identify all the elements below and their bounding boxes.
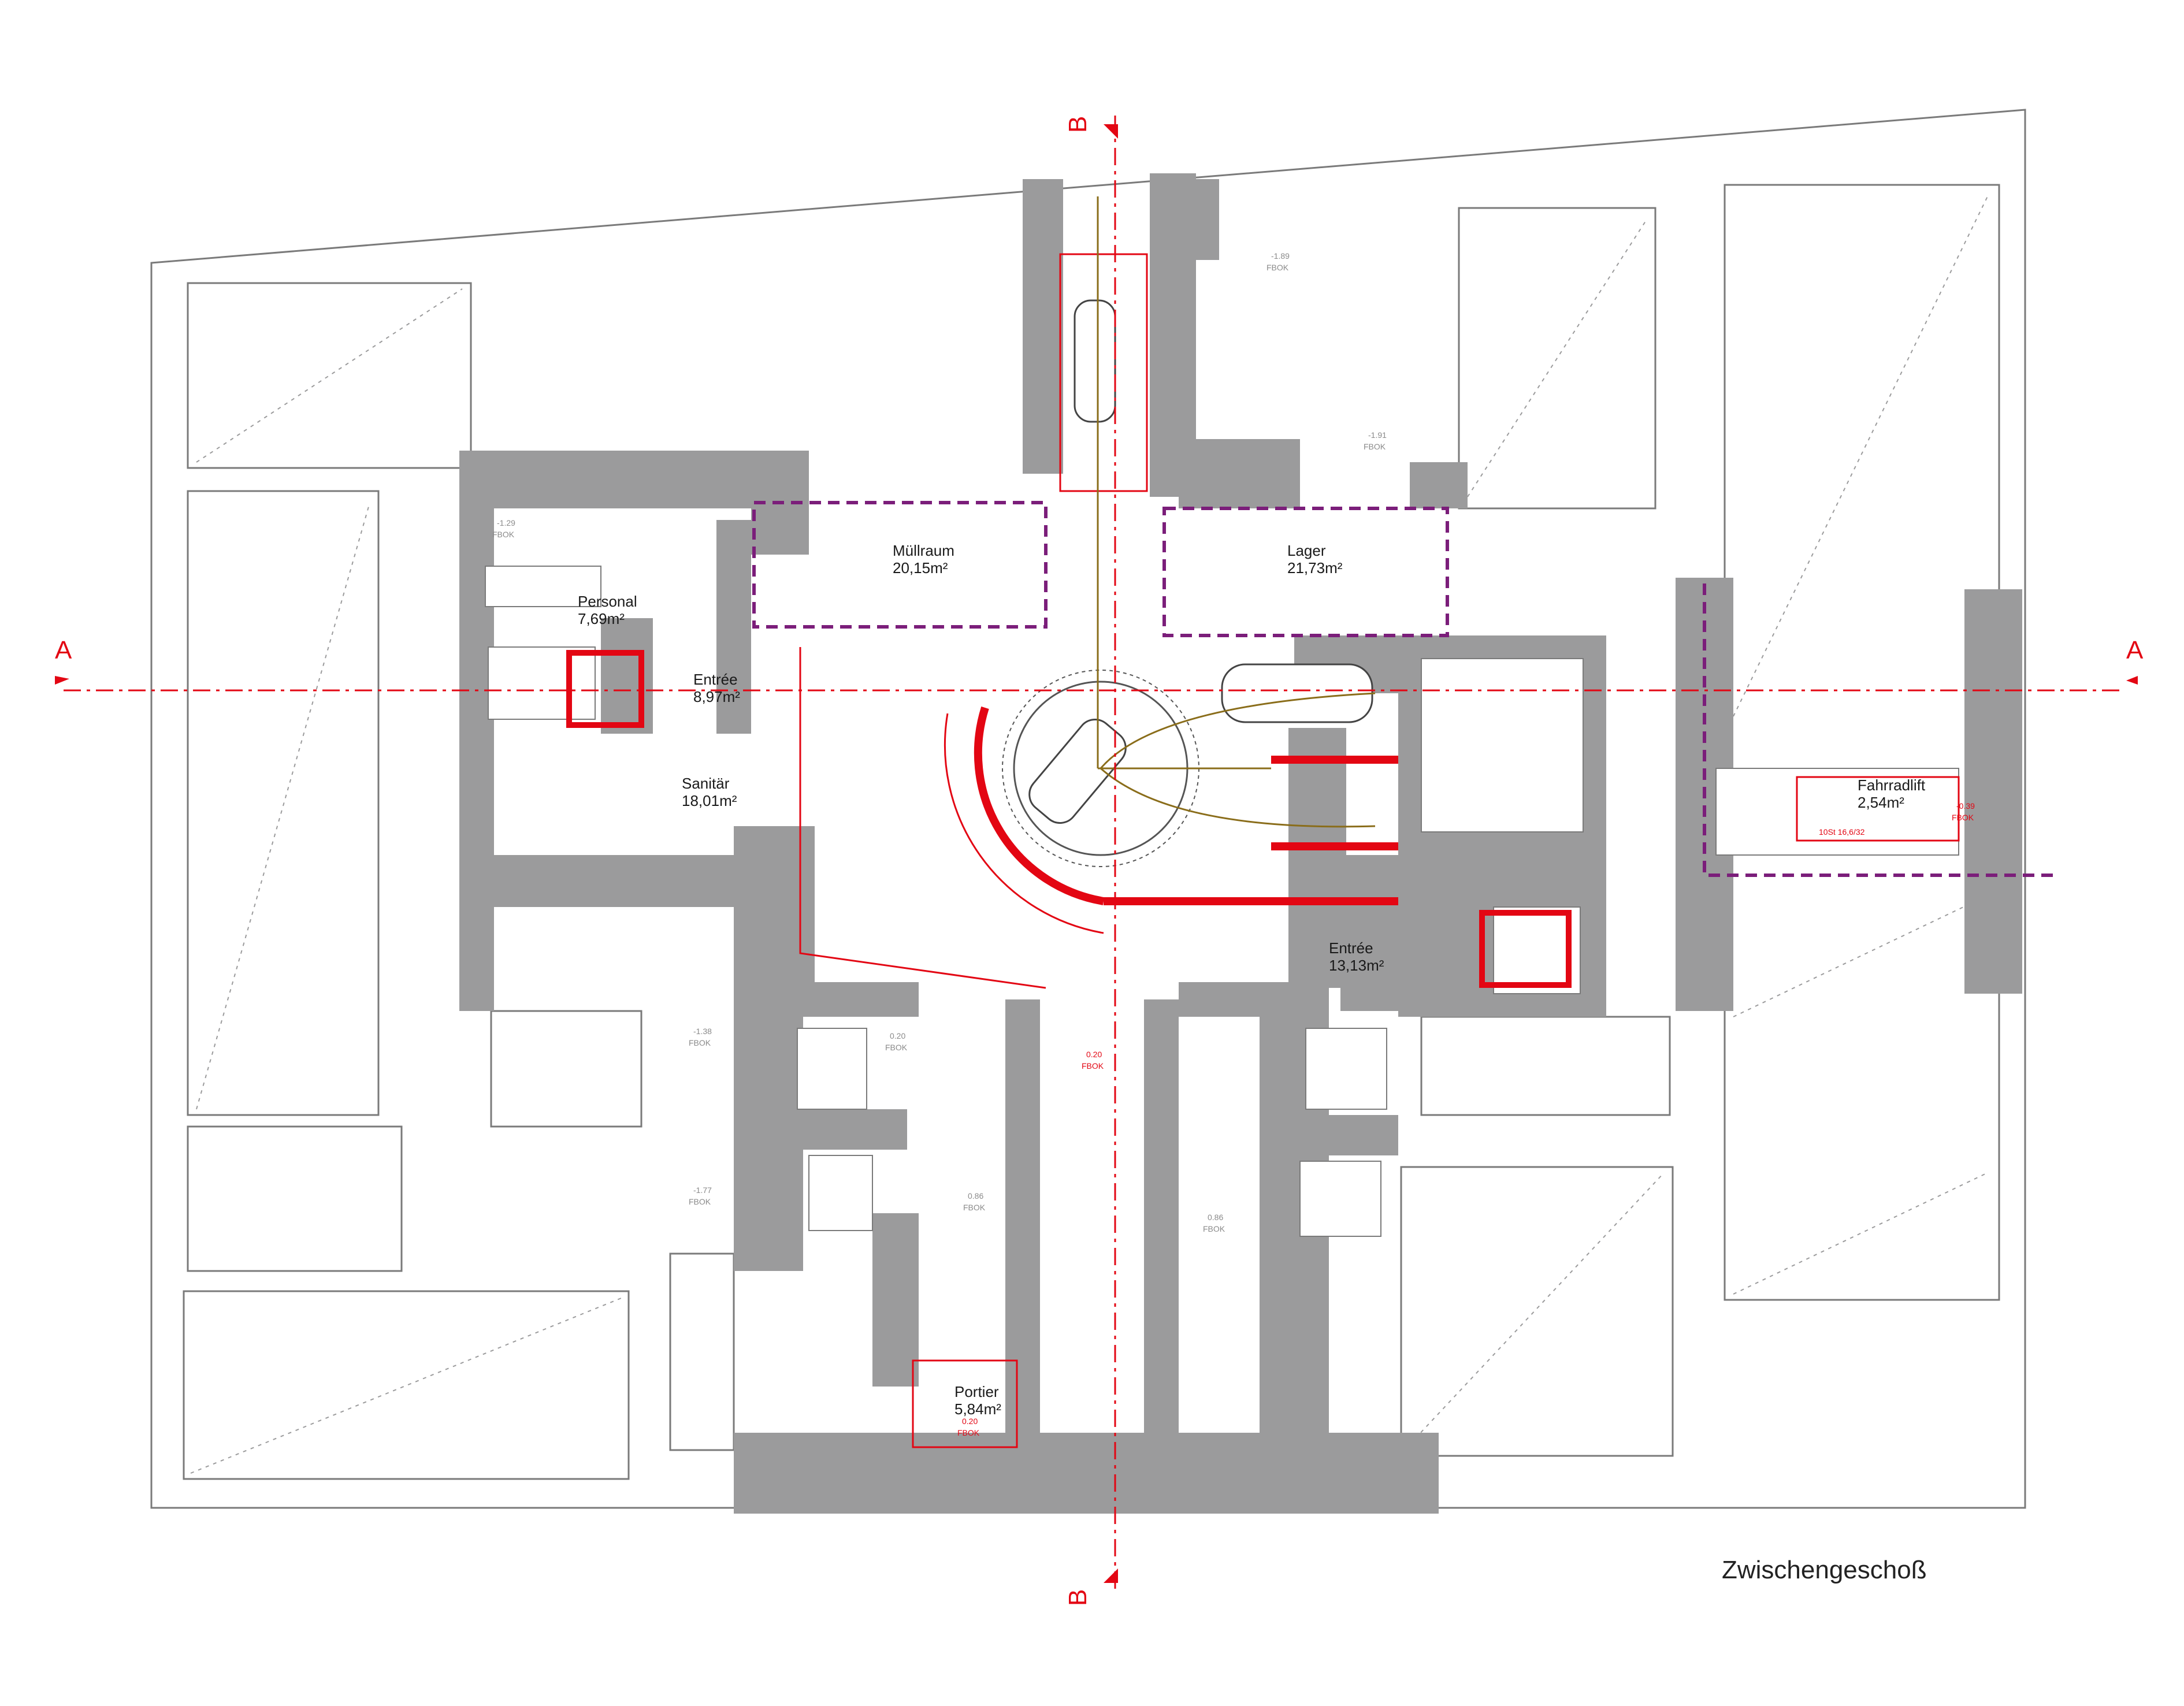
room-lager-name: Lager (1287, 542, 1326, 559)
level-unit: FBOK (1203, 1224, 1225, 1233)
level-unit: FBOK (1082, 1061, 1104, 1071)
level-value: -0.39 (1956, 801, 1975, 811)
section-a-west-arrow (55, 676, 69, 685)
room-fahrradlift-area: 2,54m² (1858, 794, 1904, 811)
room-sanitaer-area: 18,01m² (682, 792, 737, 809)
red-elements (566, 253, 1960, 1448)
room-portier-name: Portier (954, 1383, 999, 1400)
section-a-east-label: A (2126, 636, 2144, 664)
void-diagonals (190, 196, 1988, 1474)
drawing-title: Zwischengeschoß (1722, 1556, 1927, 1584)
site-outline (150, 109, 2026, 1509)
room-personal-area: 7,69m² (578, 610, 625, 627)
car-icon (1074, 299, 1116, 423)
section-a-west-label: A (55, 636, 72, 664)
stair-note: 10St 16,6/32 (1819, 827, 1865, 837)
level-value: 0.20 (1086, 1050, 1102, 1059)
room-entree-east-name: Entrée (1329, 939, 1373, 957)
level-value: 0.86 (968, 1191, 983, 1200)
level-unit: FBOK (1364, 442, 1386, 451)
level-unit: FBOK (492, 530, 515, 539)
section-b-south-label: B (1064, 1589, 1092, 1606)
level-value: -1.91 (1368, 430, 1387, 440)
level-unit: FBOK (1266, 263, 1289, 272)
level-value: 0.86 (1208, 1213, 1223, 1222)
room-sanitaer-name: Sanitär (682, 775, 730, 792)
room-lager-area: 21,73m² (1287, 559, 1343, 577)
level-value: -1.89 (1271, 251, 1290, 261)
section-b-north-label: B (1064, 116, 1092, 133)
room-portier-area: 5,84m² (954, 1400, 1001, 1418)
level-unit: FBOK (689, 1197, 711, 1206)
car-icon (1221, 663, 1373, 723)
level-value: -1.38 (693, 1027, 712, 1036)
level-unit: FBOK (689, 1038, 711, 1047)
room-entree-west-area: 8,97m² (693, 688, 740, 705)
section-b-north-arrow (1104, 124, 1118, 139)
car-turntable (1002, 299, 1373, 867)
car-icon (1028, 719, 1127, 824)
room-personal-name: Personal (578, 593, 637, 610)
level-unit: FBOK (1952, 813, 1974, 822)
level-unit: FBOK (963, 1203, 986, 1212)
level-unit: FBOK (885, 1043, 908, 1052)
room-fahrradlift-name: Fahrradlift (1858, 776, 1926, 794)
level-value: -1.77 (693, 1185, 712, 1195)
interior-rooms (485, 566, 1959, 1237)
room-muellraum-name: Müllraum (893, 542, 954, 559)
vehicle-paths (1097, 196, 1376, 828)
level-value: 0.20 (962, 1417, 978, 1426)
level-value: 0.20 (890, 1031, 905, 1040)
section-b-south-arrow (1104, 1569, 1118, 1583)
section-a-east-arrow (2126, 676, 2138, 685)
highlight-zones (752, 501, 2057, 877)
level-markers: -1.89 FBOK -1.29 FBOK -1.91 FBOK -1.38 F… (492, 251, 1975, 1437)
section-lines (64, 116, 2120, 1595)
level-unit: FBOK (957, 1428, 980, 1437)
room-entree-east-area: 13,13m² (1329, 957, 1384, 974)
room-entree-west-name: Entrée (693, 671, 738, 688)
room-muellraum-area: 20,15m² (893, 559, 948, 577)
level-value: -1.29 (497, 518, 515, 527)
